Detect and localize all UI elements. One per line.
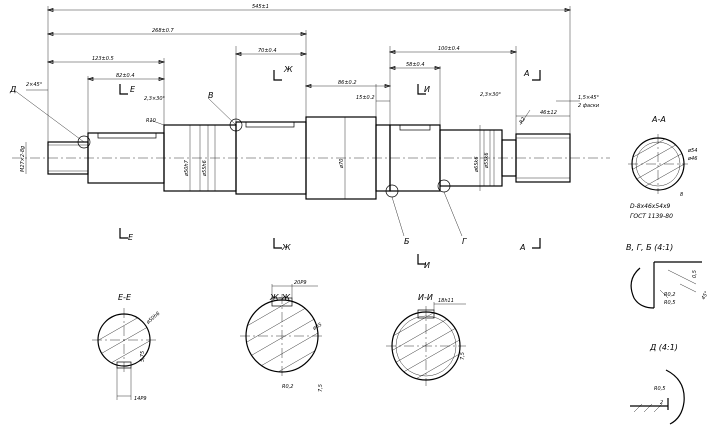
dim-58: 58±0.4 [406, 62, 425, 68]
label-E-top: Е [130, 85, 136, 94]
dim-chamfer-note: 2 фаски [578, 103, 600, 109]
dim-thread: М27×2-8g [20, 146, 26, 172]
section-ii: И-И 18h11 7,5 [386, 293, 466, 386]
section-aa-b: 8 [680, 192, 683, 198]
section-aa-d1: ø54 [687, 148, 697, 154]
dim-chamfer-right: 1,5×45° [578, 95, 600, 101]
dim-100: 100±0.4 [438, 46, 460, 52]
label-A-bottom: А [519, 243, 525, 252]
label-Zh-top: Ж [283, 65, 293, 74]
detail-vgb: В, Г, Б (4:1) R0,2 R0,5 0,5 45° [626, 243, 711, 309]
label-A-top: А [523, 69, 529, 78]
section-ee-h: 5,75 [140, 351, 146, 362]
dim-chamfer-left: 2×45° [26, 82, 43, 88]
section-zhzh-r: R0,2 [282, 384, 293, 390]
dim-d70: ø70 [339, 159, 345, 169]
detail-d: Д (4:1) R0,5 2 [630, 343, 685, 425]
detail-vgb-v2: 45° [701, 290, 711, 301]
section-aa-d2: ø46 [687, 156, 697, 162]
dim-268: 268±0.7 [152, 28, 175, 34]
section-ee: Е-Е 14P9 5,75 ø50h6 [92, 293, 162, 402]
section-aa-title: А-А [651, 115, 666, 124]
section-ee-w: 14P9 [134, 396, 147, 402]
label-G: Г [462, 237, 467, 246]
section-zhzh-h: 7,5 [318, 384, 324, 392]
section-ii-title: И-И [418, 293, 433, 302]
dim-ch23-c: 2,3×30° [480, 92, 502, 98]
dim-86: 86±0.2 [338, 80, 357, 86]
section-ii-key: 18h11 [438, 298, 454, 304]
dim-r10: R10 [146, 118, 156, 124]
section-zhzh-key: 20P9 [294, 280, 307, 286]
dimension-texts: 545±1 268±0.7 123±0.5 82±0.4 70±0.4 86±0… [20, 4, 600, 177]
dim-70: 70±0.4 [258, 48, 277, 54]
dim-82: 82±0.4 [116, 73, 135, 79]
dim-d55c: ø55k6 [484, 153, 490, 170]
dim-15: 15±0.2 [356, 95, 375, 101]
shaft-main-view [12, 116, 610, 200]
label-Zh-bottom: Ж [281, 243, 291, 252]
label-V: В [208, 91, 214, 100]
section-zhzh-d: ø65 [311, 322, 323, 332]
detail-vgb-r1: R0,2 [664, 292, 675, 298]
section-markers: Д Е Ж И А В Б Г Е Ж И А [9, 65, 541, 270]
section-ee-d: ø50h6 [145, 311, 162, 326]
section-zhzh: Ж-Ж 20P9 ø65 7,5 R0,2 [240, 280, 324, 392]
dim-d55: ø55h6 [202, 160, 208, 177]
section-zhzh-title: Ж-Ж [269, 293, 291, 302]
section-ee-title: Е-Е [118, 293, 132, 302]
detail-vgb-title: В, Г, Б (4:1) [626, 243, 673, 252]
detail-d-r: R0,5 [654, 386, 665, 392]
detail-vgb-r2: R0,5 [664, 300, 675, 306]
detail-d-v: 2 [660, 400, 663, 406]
dim-46: 46±12 [540, 110, 557, 116]
section-ii-h: 7,5 [460, 352, 466, 360]
label-I-top: И [424, 85, 430, 94]
dim-d50: ø50h7 [184, 159, 190, 177]
spline-gost: ГОСТ 1139-80 [630, 213, 673, 220]
dimension-lines [13, 6, 580, 237]
label-E-bottom: Е [128, 233, 134, 242]
label-B: Б [404, 237, 410, 246]
dim-123: 123±0.5 [92, 56, 114, 62]
dim-ch23-a: 2,3×30° [144, 96, 166, 102]
dim-r2: R2 [519, 116, 528, 125]
section-aa: А-А ø54 ø46 8 D-8x46x54x9 ГОСТ 1139-80 [628, 115, 697, 220]
dim-overall: 545±1 [252, 4, 269, 10]
label-D: Д [9, 85, 16, 94]
detail-vgb-v1: 0,5 [692, 270, 698, 278]
detail-d-title: Д (4:1) [649, 343, 678, 352]
dim-d65: ø65k6 [474, 157, 480, 174]
label-I-bottom: И [424, 261, 430, 270]
spline-spec: D-8x46x54x9 [630, 203, 671, 210]
